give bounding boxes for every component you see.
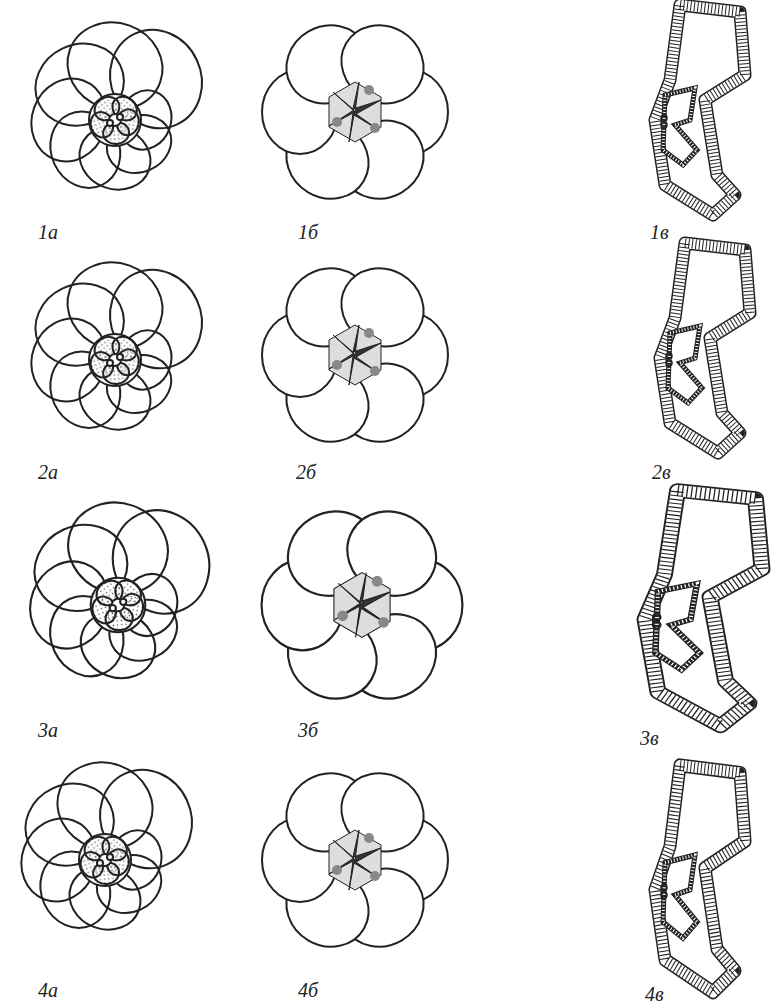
figure-label: 3б	[298, 720, 318, 740]
figure-label: 4в	[645, 984, 664, 1004]
figure-label: 3в	[640, 728, 659, 748]
figure-label: 2б	[296, 462, 316, 482]
figure-label: 3а	[38, 720, 58, 740]
figure-label: 1б	[298, 222, 318, 242]
figure-label: 2в	[652, 462, 671, 482]
figure-label: 1а	[38, 222, 58, 242]
figure-label: 4а	[38, 980, 58, 1000]
figure-label: 2а	[38, 462, 58, 482]
figure-label: 4б	[298, 980, 318, 1000]
figure-label: 1в	[650, 222, 669, 242]
